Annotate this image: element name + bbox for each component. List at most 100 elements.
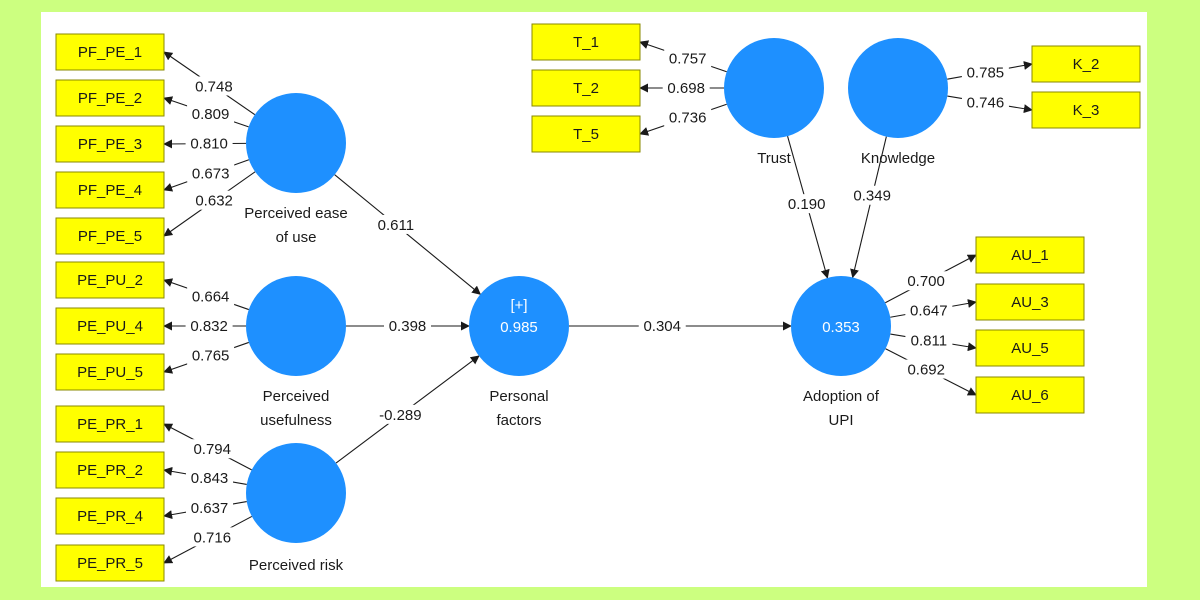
- indicator-box: [55, 451, 165, 489]
- indicator-label: K_2: [1073, 56, 1100, 73]
- loading-value-au-6: 0.692: [902, 359, 950, 379]
- path-coefficient-know-au-text: 0.349: [853, 188, 891, 205]
- indicator-box: [55, 307, 165, 345]
- path-edge-peou-pf: [334, 174, 482, 295]
- indicator-pe-pr-1[interactable]: PE_PR_1: [55, 405, 165, 443]
- loading-value-pe-pu-2-text: 0.664: [192, 288, 230, 305]
- indicator-box: [55, 544, 165, 582]
- indicator-box: [55, 353, 165, 391]
- loading-value-t-2-text: 0.698: [667, 80, 705, 97]
- indicator-pe-pu-2[interactable]: PE_PU_2: [55, 261, 165, 299]
- construct-circle: [246, 93, 346, 193]
- indicator-box: [55, 171, 165, 209]
- path-coefficient-trust-au-bg: [783, 194, 831, 214]
- loading-value-au-5-text: 0.811: [911, 332, 947, 349]
- indicator-label: AU_6: [1011, 387, 1049, 404]
- indicator-pf-pe-1[interactable]: PF_PE_1: [55, 33, 165, 71]
- indicator-t-2[interactable]: T_2: [531, 69, 641, 107]
- loading-value-pf-pe-1-text: 0.748: [195, 78, 233, 95]
- sem-diagram: 0.7480.8090.8100.6730.6320.6640.8320.765…: [55, 23, 1141, 582]
- loading-value-k-3-bg: [961, 92, 1009, 112]
- loading-value-pe-pu-4-bg: [185, 316, 233, 335]
- indicator-box: [531, 23, 641, 61]
- loading-value-pf-pe-3: 0.810: [185, 133, 233, 153]
- indicator-box: [55, 261, 165, 299]
- path-coefficient-pu-pf-bg: [384, 316, 431, 335]
- path-coefficient-pf-au: 0.304: [638, 316, 686, 335]
- indicator-au-6[interactable]: AU_6: [975, 376, 1085, 414]
- indicator-au-5[interactable]: AU_5: [975, 329, 1085, 367]
- loading-value-pe-pr-1-text: 0.794: [193, 441, 231, 458]
- loading-value-pe-pr-1-bg: [188, 439, 236, 459]
- loading-value-pf-pe-2-bg: [187, 103, 235, 123]
- path-coefficient-peou-pf-bg: [372, 214, 420, 234]
- loading-value-au-5-bg: [905, 330, 953, 350]
- indicator-label: PF_PE_3: [78, 136, 142, 153]
- construct-label: Knowledge: [861, 150, 935, 167]
- indicator-pe-pr-2[interactable]: PE_PR_2: [55, 451, 165, 489]
- indicator-pf-pe-3[interactable]: PF_PE_3: [55, 125, 165, 163]
- construct-trust[interactable]: Trust: [724, 38, 824, 167]
- indicator-label: PF_PE_5: [78, 228, 142, 245]
- indicator-pe-pr-5[interactable]: PE_PR_5: [55, 544, 165, 582]
- indicator-k-3[interactable]: K_3: [1031, 91, 1141, 129]
- indicator-label: T_2: [573, 80, 599, 97]
- loading-value-pe-pr-4-text: 0.637: [191, 500, 229, 517]
- path-coefficient-pu-pf: 0.398: [384, 316, 431, 335]
- loading-value-pe-pr-5-bg: [188, 527, 236, 547]
- construct-label: Perceived: [263, 388, 330, 405]
- construct-know[interactable]: Knowledge: [848, 38, 948, 167]
- indicator-t-1[interactable]: T_1: [531, 23, 641, 61]
- indicator-label: PF_PE_2: [78, 90, 142, 107]
- loading-value-t-5: 0.736: [664, 107, 712, 127]
- indicator-box: [975, 236, 1085, 274]
- loading-value-k-3: 0.746: [961, 92, 1009, 112]
- indicator-label: PE_PR_2: [77, 462, 143, 479]
- indicator-au-1[interactable]: AU_1: [975, 236, 1085, 274]
- indicator-pf-pe-4[interactable]: PF_PE_4: [55, 171, 165, 209]
- indicator-box: [975, 283, 1085, 321]
- indicator-pe-pu-5[interactable]: PE_PU_5: [55, 353, 165, 391]
- loading-value-pe-pu-5-bg: [187, 345, 235, 365]
- loading-value-t-5-text: 0.736: [669, 110, 707, 127]
- loading-value-pe-pr-2-text: 0.843: [191, 470, 229, 487]
- indicator-label: PE_PU_4: [77, 318, 143, 335]
- construct-circle: [246, 276, 346, 376]
- indicator-label: AU_1: [1011, 247, 1049, 264]
- loading-value-au-3-bg: [905, 300, 953, 320]
- indicator-pf-pe-2[interactable]: PF_PE_2: [55, 79, 165, 117]
- loading-value-pe-pu-2-bg: [187, 286, 235, 306]
- indicator-t-5[interactable]: T_5: [531, 115, 641, 153]
- construct-circle: [469, 276, 569, 376]
- indicator-box: [975, 329, 1085, 367]
- loading-value-pf-pe-3-text: 0.810: [190, 136, 228, 153]
- indicator-au-3[interactable]: AU_3: [975, 283, 1085, 321]
- expand-toggle[interactable]: [+]: [510, 297, 527, 314]
- loading-value-pf-pe-2: 0.809: [187, 103, 235, 123]
- indicator-label: PE_PR_1: [77, 416, 143, 433]
- loading-value-pe-pu-2: 0.664: [187, 286, 235, 306]
- indicator-pf-pe-5[interactable]: PF_PE_5: [55, 217, 165, 255]
- loading-value-pe-pu-4-text: 0.832: [190, 318, 228, 335]
- indicator-pe-pr-4[interactable]: PE_PR_4: [55, 497, 165, 535]
- indicator-label: PE_PU_5: [77, 364, 143, 381]
- loading-value-pf-pe-4: 0.673: [187, 163, 235, 183]
- indicator-box: [55, 405, 165, 443]
- loading-value-au-6-text: 0.692: [907, 362, 945, 379]
- indicator-label: PE_PU_2: [77, 272, 143, 289]
- indicator-box: [55, 125, 165, 163]
- construct-label: of use: [276, 229, 317, 246]
- loading-value-au-3-text: 0.647: [910, 302, 948, 319]
- loading-value-pe-pr-2: 0.843: [186, 467, 234, 487]
- indicator-k-2[interactable]: K_2: [1031, 45, 1141, 83]
- indicator-pe-pu-4[interactable]: PE_PU_4: [55, 307, 165, 345]
- loading-value-pf-pe-5-text: 0.632: [195, 193, 233, 210]
- loading-value-au-6-bg: [902, 359, 950, 379]
- loading-value-pf-pe-4-bg: [187, 163, 235, 183]
- construct-pr[interactable]: Perceived risk: [246, 443, 346, 574]
